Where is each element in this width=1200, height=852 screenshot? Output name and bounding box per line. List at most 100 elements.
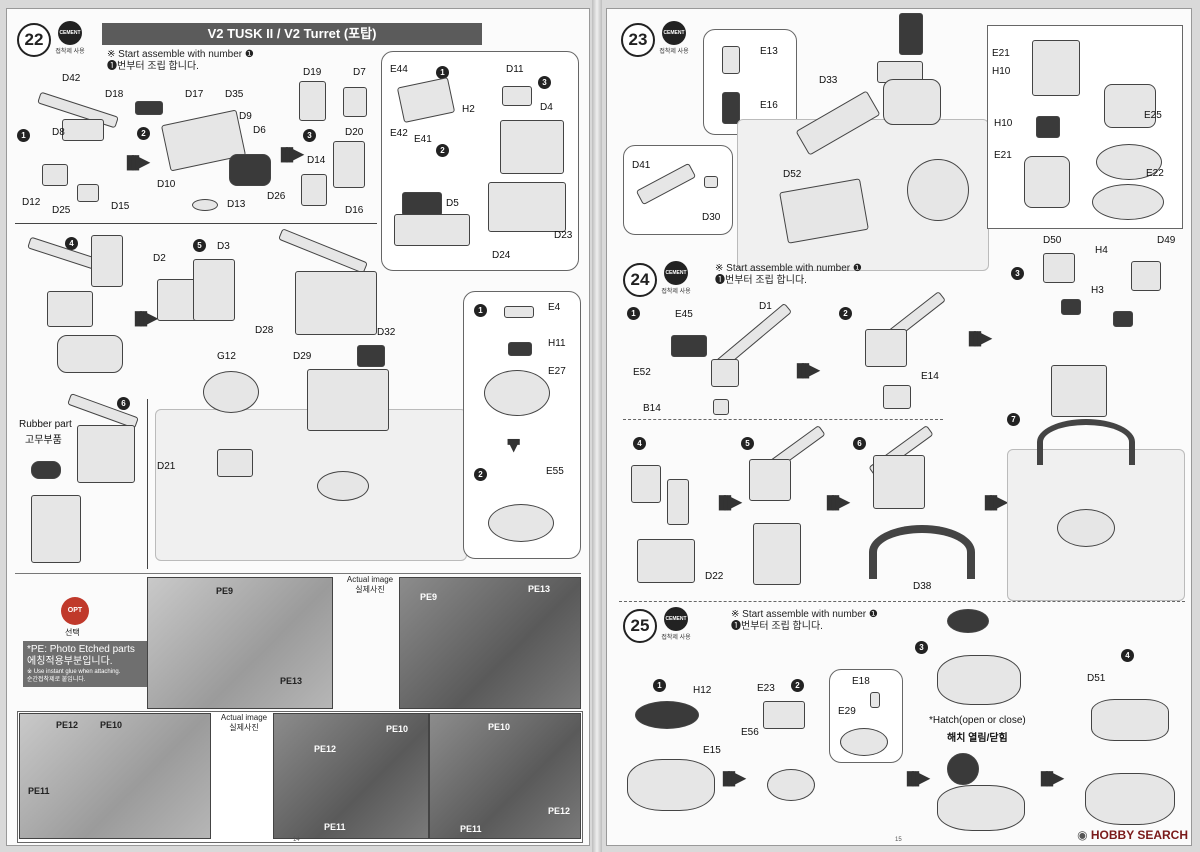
inset-panel-e18: E18 E29 xyxy=(829,669,903,763)
label-h3: H3 xyxy=(1091,285,1104,296)
part-d51 xyxy=(1091,699,1169,741)
label-d33: D33 xyxy=(819,75,838,86)
part-d38 xyxy=(869,525,975,579)
actual-photo-2: PE12 PE10 PE11 xyxy=(273,713,429,839)
label-e25: E25 xyxy=(1144,110,1162,121)
shield-part xyxy=(631,465,661,503)
gun-assembly-part xyxy=(1051,365,1107,417)
label-d30: D30 xyxy=(702,212,721,223)
label-e55: E55 xyxy=(546,466,564,477)
pe-note-box: *PE: Photo Etched parts 에칭적용부분입니다. ※ Use… xyxy=(23,641,149,687)
mount-assembly-part xyxy=(753,523,801,585)
inset-panel-d41: D41 D30 xyxy=(623,145,733,235)
part-h12 xyxy=(635,701,699,729)
hatch-part xyxy=(947,609,989,633)
label-h2: H2 xyxy=(462,104,475,115)
inset-panel-h10: E21 H10 H10 E21 E25 E22 xyxy=(987,25,1183,229)
divider xyxy=(147,399,148,569)
shield-part xyxy=(91,235,123,287)
label-e45: E45 xyxy=(675,309,693,320)
label-e44: E44 xyxy=(390,64,408,75)
dashed-divider xyxy=(619,601,1185,602)
part-d50 xyxy=(1043,253,1075,283)
label-d1: D1 xyxy=(759,301,772,312)
pe-label: PE12 xyxy=(314,744,337,754)
substep-3: 3 xyxy=(1011,267,1024,280)
part-e52 xyxy=(671,335,707,357)
label-g12: G12 xyxy=(217,351,236,362)
label-d23: D23 xyxy=(554,230,573,241)
part-e23 xyxy=(763,701,805,729)
label-d22: D22 xyxy=(705,571,724,582)
pe-label: PE9 xyxy=(216,586,234,596)
label-d50: D50 xyxy=(1043,235,1062,246)
label-h4: H4 xyxy=(1095,245,1108,256)
page-15: 23 CEMENT 접착제 사용 E13 E16 D33 D52 D41 D30… xyxy=(606,8,1192,846)
inset-panel-e13: E13 E16 xyxy=(703,29,797,135)
pe-label: PE12 xyxy=(548,806,571,816)
part-d22 xyxy=(637,539,695,583)
part-e14 xyxy=(883,385,911,409)
substep-6: 6 xyxy=(117,397,130,410)
substep-2: 2 xyxy=(137,127,150,140)
label-h11: H11 xyxy=(548,338,566,349)
label-d19: D19 xyxy=(303,67,322,78)
pe-diagram-1: PE9 PE13 xyxy=(147,577,333,709)
hatch-note-en: *Hatch(open or close) xyxy=(929,715,1026,726)
watermark-icon: ◉ xyxy=(1077,828,1091,842)
label-d21: D21 xyxy=(157,461,176,472)
label-d5: D5 xyxy=(446,198,459,209)
label-e41: E41 xyxy=(414,134,432,145)
pe-label: PE10 xyxy=(386,724,409,734)
flow-arrow: ▮▮▶ xyxy=(825,491,851,513)
actual-image-heading: Actual image 실제사진 xyxy=(346,575,394,594)
part-e4 xyxy=(504,306,534,318)
part-d6 xyxy=(229,154,271,186)
label-e14: E14 xyxy=(921,371,939,382)
cupola-assembly-part xyxy=(1085,773,1175,825)
step-22-note-en: ※ Start assemble with number ❶ xyxy=(107,49,254,60)
substep-7: 7 xyxy=(1007,413,1020,426)
label-e16: E16 xyxy=(760,100,778,111)
label-d13: D13 xyxy=(227,199,246,210)
substep-4: 4 xyxy=(65,237,78,250)
part-h3 xyxy=(1113,311,1133,327)
pe-label: PE9 xyxy=(420,592,438,602)
rubber-part-label-ko: 고무부품 xyxy=(25,435,62,446)
label-d2: D2 xyxy=(153,253,166,264)
label-h10: H10 xyxy=(992,66,1011,77)
label-e27: E27 xyxy=(548,366,566,377)
substep-1: 1 xyxy=(474,304,487,317)
label-d51: D51 xyxy=(1087,673,1106,684)
gun-mount-part xyxy=(47,291,93,327)
hatch-open-part xyxy=(947,753,979,785)
part-e44 xyxy=(396,76,456,124)
substep-1: 1 xyxy=(436,66,449,79)
label-d10: D10 xyxy=(157,179,176,190)
ammo-box-part xyxy=(31,495,81,563)
substep-1: 1 xyxy=(17,129,30,142)
part-d5 xyxy=(394,214,470,246)
hatch-note-ko: 해치 열림/닫힘 xyxy=(947,733,1008,744)
label-d41: D41 xyxy=(632,160,651,171)
part-e13 xyxy=(722,46,740,74)
turret-base-part xyxy=(488,182,566,232)
label-e15: E15 xyxy=(703,745,721,756)
label-d9: D9 xyxy=(239,111,252,122)
pe-label: PE13 xyxy=(528,584,551,594)
actual-photo-1: PE9 PE13 xyxy=(399,577,581,709)
substep-2: 2 xyxy=(436,144,449,157)
cupola-base-part xyxy=(937,785,1025,831)
label-d7: D7 xyxy=(353,67,366,78)
label-d6: D6 xyxy=(253,125,266,136)
part-d21 xyxy=(217,449,253,477)
inset-panel-hatch: 1 E4 H11 E27 ▮▶ 2 E55 xyxy=(463,291,581,559)
inset-panel-turret-parts: 1 E44 H2 E42 E41 2 D5 D11 3 D4 D24 D23 xyxy=(381,51,579,271)
part-e25 xyxy=(1096,144,1162,180)
book-spine xyxy=(592,0,602,852)
label-h10-2: H10 xyxy=(994,118,1013,129)
pe-note-small-ko: 순간접착제로 붙입니다. xyxy=(27,677,86,683)
part-d4 xyxy=(500,120,564,174)
actual-photo-3: PE10 PE12 PE11 xyxy=(429,713,581,839)
turret-ring-part xyxy=(907,159,969,221)
